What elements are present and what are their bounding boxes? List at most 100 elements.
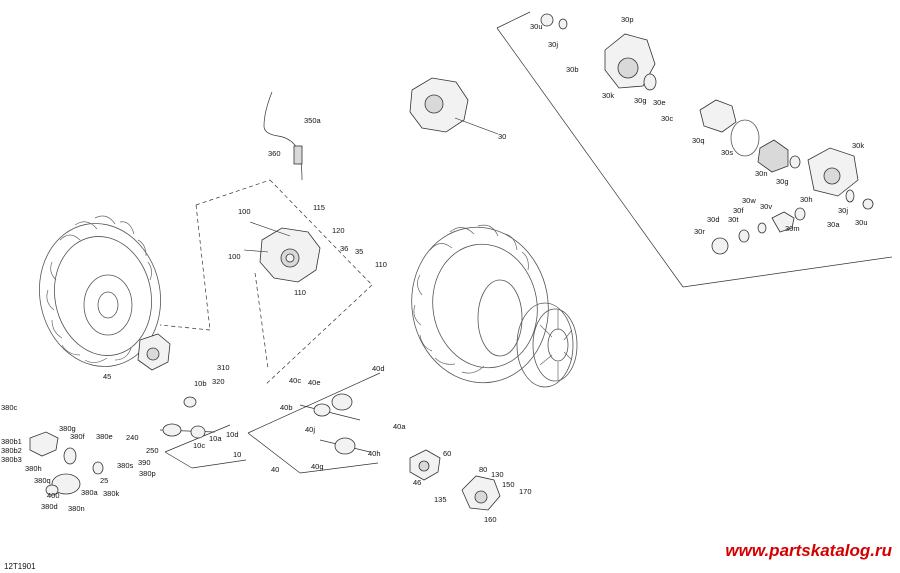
callout-30m[interactable]: 30m [785,224,800,233]
callout-36[interactable]: 36 [340,244,348,253]
driveshaft-40 [299,393,371,455]
callout-380q[interactable]: 380q [34,476,51,485]
callout-40d[interactable]: 40d [372,364,385,373]
callout-120[interactable]: 120 [332,226,345,235]
callout-160[interactable]: 160 [484,515,497,524]
callout-350a[interactable]: 350a [304,116,322,125]
left-tire [39,215,161,367]
rear-diff-parts [540,13,874,255]
callout-150[interactable]: 150 [502,480,515,489]
callout-310[interactable]: 310 [217,363,230,372]
callout-10a[interactable]: 10a [209,434,222,443]
callout-labels: 30u 30p 30j 30b 30k 30g 30e 30c 30 30q 3… [1,15,868,524]
callout-250[interactable]: 250 [146,446,159,455]
callout-115[interactable]: 115 [313,203,325,212]
right-tire [411,224,549,384]
differential-frame-lines [496,11,893,288]
callout-30d[interactable]: 30d [707,215,720,224]
callout-390[interactable]: 390 [138,458,151,467]
callout-30p[interactable]: 30p [621,15,634,24]
callout-40g[interactable]: 40g [311,462,324,471]
breather-hose [263,91,303,181]
callout-30a[interactable]: 30a [827,220,840,229]
callout-380n[interactable]: 380n [68,504,85,513]
watermark-text: www.partskatalog.ru [725,541,892,560]
callout-10[interactable]: 10 [233,450,241,459]
callout-30k-2[interactable]: 30k [852,141,864,150]
callout-380s[interactable]: 380s [117,461,134,470]
driveshaft-group-lines [164,372,381,474]
callout-30b[interactable]: 30b [566,65,579,74]
callout-320[interactable]: 320 [212,377,225,386]
callout-30q[interactable]: 30q [692,136,705,145]
wheel-rim [516,302,578,388]
callout-400[interactable]: 400 [47,491,60,500]
callout-10b[interactable]: 10b [194,379,207,388]
callout-110[interactable]: 110 [375,260,387,269]
callout-380a[interactable]: 380a [81,488,99,497]
callout-30c[interactable]: 30c [661,114,673,123]
callout-60[interactable]: 60 [443,449,451,458]
axle-assembly-380 [29,431,104,496]
callout-30k[interactable]: 30k [602,91,614,100]
rear-diff-assembled [409,77,499,135]
callout-30t[interactable]: 30t [728,215,739,224]
callout-10c[interactable]: 10c [193,441,205,450]
callout-30[interactable]: 30 [498,132,506,141]
hub [461,475,501,511]
callout-30r[interactable]: 30r [694,227,705,236]
callout-380g[interactable]: 380g [59,424,76,433]
callout-40e[interactable]: 40e [308,378,321,387]
callout-130[interactable]: 130 [491,470,504,479]
callout-40j[interactable]: 40j [305,425,315,434]
callout-30e[interactable]: 30e [653,98,666,107]
callout-240[interactable]: 240 [126,433,139,442]
driveshaft-10 [159,396,216,439]
callout-380k[interactable]: 380k [103,489,120,498]
callout-40[interactable]: 40 [271,465,279,474]
callout-40b[interactable]: 40b [280,403,293,412]
callout-110-2[interactable]: 110 [294,288,306,297]
callout-35[interactable]: 35 [355,247,363,256]
callout-380b2[interactable]: 380b2 [1,446,22,455]
callout-380d[interactable]: 380d [41,502,58,511]
callout-30w[interactable]: 30w [742,196,756,205]
callout-30g-2[interactable]: 30g [776,177,789,186]
callout-380e[interactable]: 380e [96,432,113,441]
callout-380c[interactable]: 380c [1,403,18,412]
callout-30u-2[interactable]: 30u [855,218,868,227]
callout-30u[interactable]: 30u [530,22,543,31]
callout-380b1[interactable]: 380b1 [1,437,22,446]
callout-10d[interactable]: 10d [226,430,239,439]
front-diff-dashed-frame [159,179,373,386]
callout-25[interactable]: 25 [100,476,108,485]
right-knuckle [409,449,441,481]
callout-135[interactable]: 135 [434,495,447,504]
callout-45[interactable]: 45 [103,372,111,381]
callout-30g[interactable]: 30g [634,96,647,105]
callout-46[interactable]: 46 [413,478,421,487]
callout-30s[interactable]: 30s [721,148,733,157]
callout-170[interactable]: 170 [519,487,532,496]
diagram-code: 12T1901 [4,562,36,571]
callout-40h[interactable]: 40h [368,449,381,458]
callout-380p[interactable]: 380p [139,469,156,478]
callout-30j-2[interactable]: 30j [838,206,848,215]
callout-360[interactable]: 360 [268,149,281,158]
callout-30j[interactable]: 30j [548,40,558,49]
callout-40c[interactable]: 40c [289,376,301,385]
callout-40a[interactable]: 40a [393,422,406,431]
callout-380b3[interactable]: 380b3 [1,455,22,464]
callout-30h[interactable]: 30h [800,195,813,204]
front-differential [243,221,321,283]
callout-80[interactable]: 80 [479,465,487,474]
callout-30n[interactable]: 30n [755,169,768,178]
callout-100[interactable]: 100 [238,207,251,216]
callout-100-2[interactable]: 100 [228,252,241,261]
callout-380f[interactable]: 380f [70,432,86,441]
callout-30v[interactable]: 30v [760,202,772,211]
callout-380h[interactable]: 380h [25,464,42,473]
callout-30f[interactable]: 30f [733,206,744,215]
